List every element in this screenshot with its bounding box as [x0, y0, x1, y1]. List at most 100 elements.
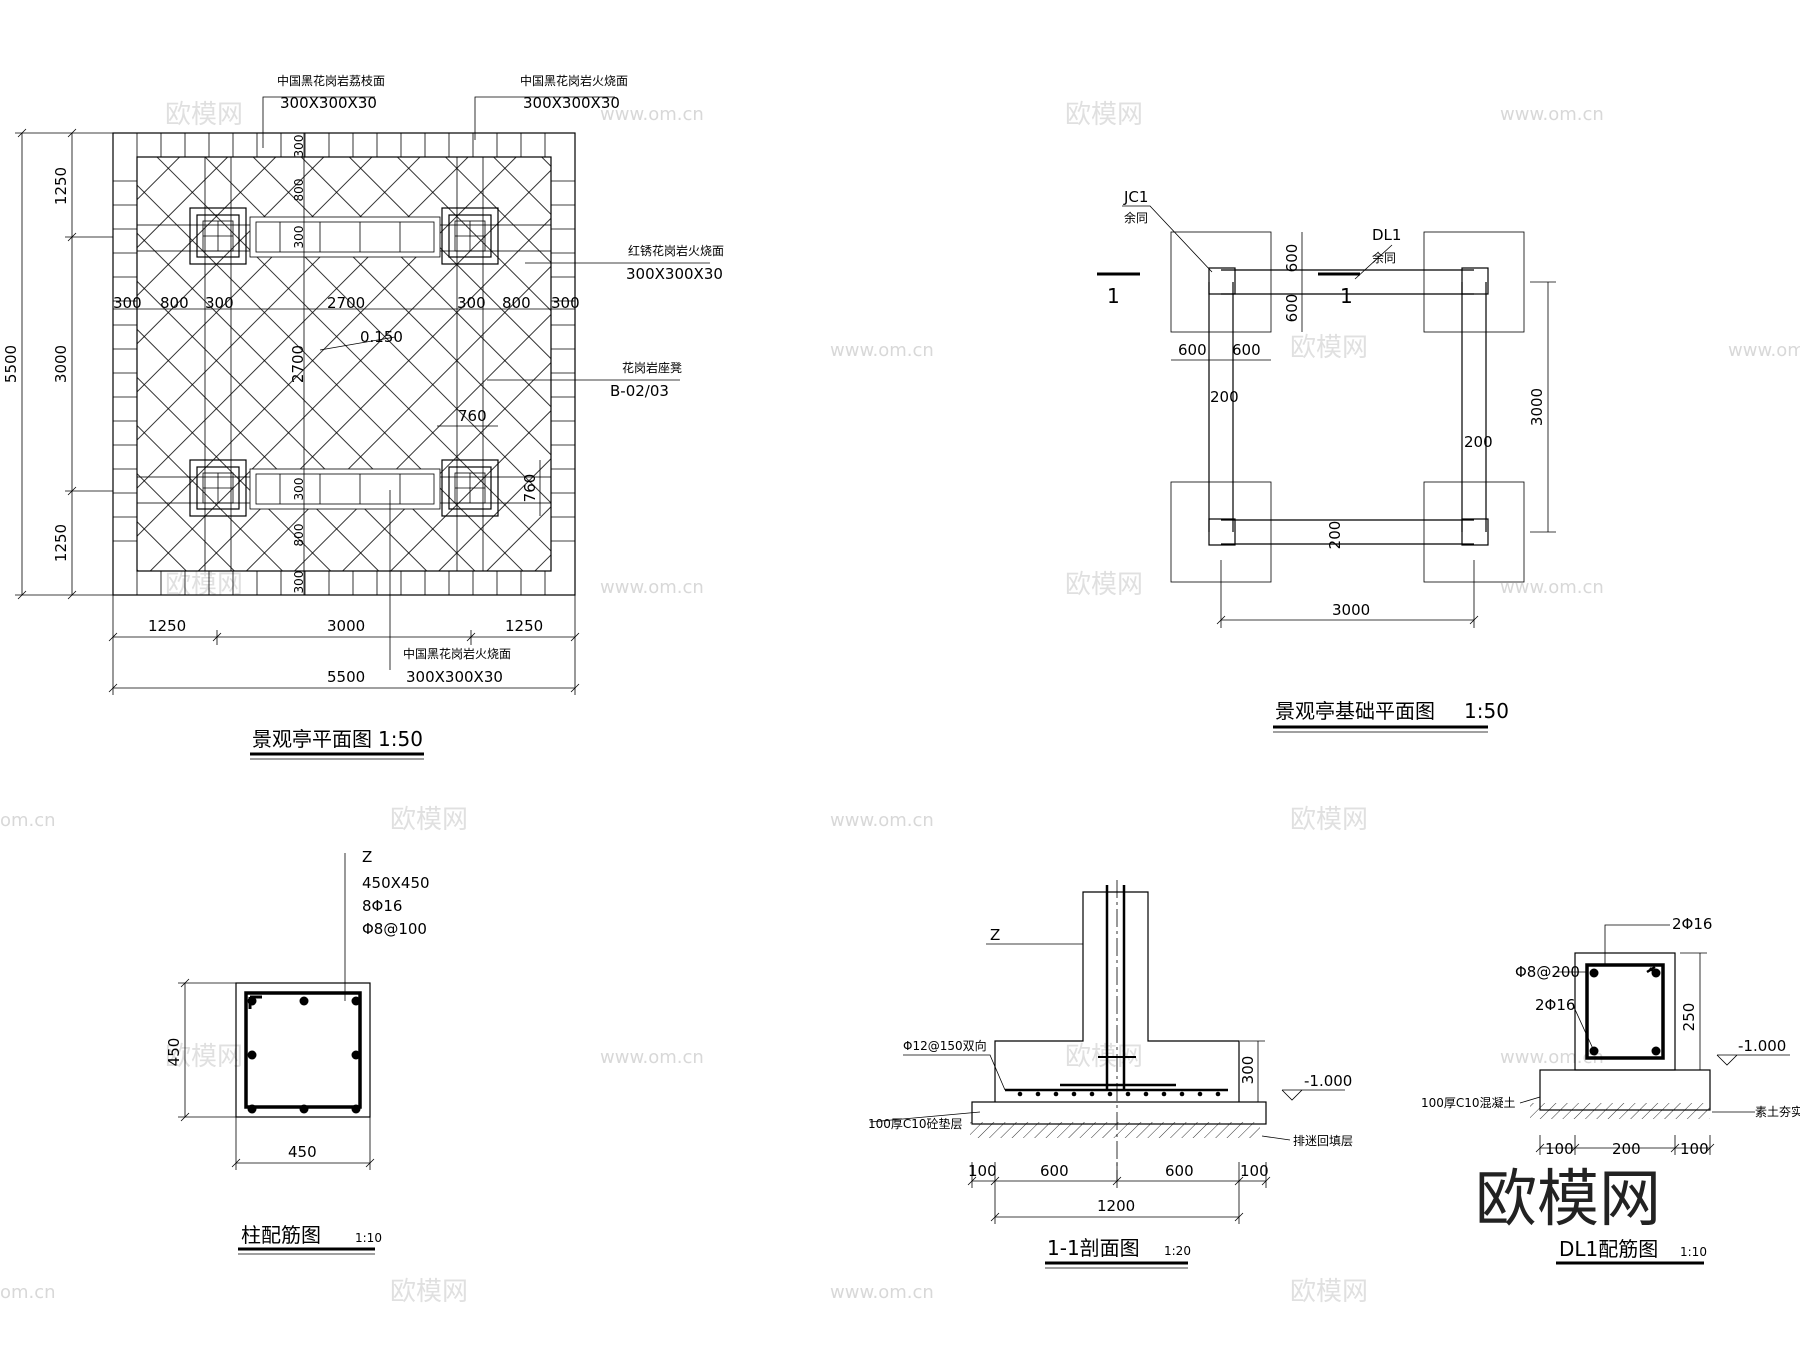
dim-v-3: 300 [292, 226, 306, 249]
foundation-plan: 1 1 JC1 余同 DL1 余同 600 600 600 600 200 20… [1097, 188, 1556, 733]
dim-bottom-3: 1250 [505, 617, 543, 635]
dim-section-2: 600 [1040, 1162, 1069, 1180]
col-fp-bl [1208, 518, 1236, 546]
label-section-rebar: Φ12@150双向 [903, 1038, 987, 1053]
dim-fp-200-a: 200 [1210, 388, 1239, 406]
watermark-brand: 欧模网 [165, 100, 243, 130]
border-tiles [113, 133, 575, 595]
plan-title: 景观亭平面图 [252, 727, 372, 751]
column-rebars [247, 996, 361, 1114]
foundation-title: 景观亭基础平面图 [1275, 699, 1435, 723]
dim-column-h: 450 [288, 1143, 317, 1161]
bench-top [249, 216, 441, 258]
footing-tl [1170, 231, 1272, 333]
plan-dim-left [15, 128, 113, 600]
section-title: 1-1剖面图 [1047, 1236, 1140, 1260]
dl1-tie [1585, 963, 1665, 1060]
dim-fp-600-v2: 600 [1283, 294, 1301, 323]
dl1-rebars [1589, 968, 1661, 1056]
dim-v-4: 2700 [289, 345, 307, 383]
dim-section-3: 600 [1165, 1162, 1194, 1180]
concrete-base [971, 1101, 1267, 1125]
watermark-url: www.om.cn [1500, 577, 1604, 598]
dim-v-7: 300 [292, 571, 306, 594]
dim-mid-7: 300 [551, 294, 580, 312]
dl1-ground-hatch [1530, 1103, 1710, 1119]
plan-outline [112, 132, 576, 596]
bench-bottom [249, 468, 441, 510]
label-dl1: DL1 [1372, 226, 1401, 244]
dim-left-total: 5500 [2, 345, 20, 383]
dim-v-2: 800 [292, 179, 306, 202]
label-mat-red: 红锈花岗岩火烧面 [628, 243, 724, 258]
label-mat-top-right: 中国黑花岗岩火烧面 [520, 73, 628, 88]
dim-mid-6: 800 [502, 294, 531, 312]
footing-tr [1423, 231, 1525, 333]
dim-v-5: 300 [292, 478, 306, 501]
brand-logo: 欧模网 [1475, 1162, 1661, 1235]
dl1-level-mark [1716, 1054, 1790, 1066]
label-column: Z [362, 848, 372, 866]
dim-v-6: 800 [292, 524, 306, 547]
dim-fp-600-v1: 600 [1283, 244, 1301, 273]
label-mat-red-size: 300X300X30 [626, 265, 723, 283]
dim-mid-4: 2700 [327, 294, 365, 312]
col-fp-tr [1461, 267, 1489, 295]
dim-fp-200-b: 200 [1464, 433, 1493, 451]
foundation-dims [1171, 232, 1556, 628]
dl1-rebar-detail: 2Φ16 Φ8@200 2Φ16 250 -1.000 100厚C10混凝土 素… [1421, 915, 1800, 1265]
leader-jc1 [1122, 205, 1213, 273]
dim-760-h: 760 [458, 407, 487, 425]
dim-section-1: 100 [968, 1162, 997, 1180]
ground-beams [1208, 269, 1487, 545]
paving-band-left [204, 156, 232, 572]
watermark-brand: 欧模网 [1290, 805, 1368, 835]
plan-leaders [262, 96, 710, 670]
column-tie [244, 991, 362, 1109]
label-dl1-bot: 2Φ16 [1535, 996, 1575, 1014]
section-mark-left-label: 1 [1107, 284, 1120, 308]
dim-mid-2: 800 [160, 294, 189, 312]
column-plan-bl [189, 459, 247, 517]
dim-mid-5: 300 [457, 294, 486, 312]
watermark-brand: 欧模网 [390, 1277, 468, 1307]
dim-section-4: 100 [1240, 1162, 1269, 1180]
dim-left-1: 1250 [52, 167, 70, 205]
leader-dl1-bot [1572, 1004, 1595, 1052]
watermark-brand: 欧模网 [165, 1042, 243, 1072]
column-rebar-detail: Z 450X450 8Φ16 Φ8@100 450 450 柱配筋图 1:10 [165, 848, 430, 1255]
pavilion-plan: 中国黑花岗岩荔枝面 300X300X30 中国黑花岗岩火烧面 300X300X3… [2, 73, 724, 760]
col-fp-br [1461, 518, 1489, 546]
leader-dl1 [1354, 244, 1393, 280]
watermark-url: www.om.cn [1500, 104, 1604, 125]
watermark-brand: 欧模网 [1065, 100, 1143, 130]
label-column-tie: Φ8@100 [362, 920, 427, 938]
label-bench: 花岗岩座凳 [622, 360, 682, 375]
watermark-url: www.om.cn [600, 104, 704, 125]
watermark-brand: 欧模网 [1065, 570, 1143, 600]
dim-bottom-2: 3000 [327, 617, 365, 635]
label-dl1-level: -1.000 [1738, 1037, 1786, 1055]
label-column-rebar: 8Φ16 [362, 897, 402, 915]
dim-fp-600-h2: 600 [1232, 341, 1261, 359]
watermark-brand: 欧模网 [390, 805, 468, 835]
dim-left-2: 3000 [52, 345, 70, 383]
watermark-url: www.om.cn [600, 577, 704, 598]
watermark-url: www.om.cn [830, 810, 934, 831]
column-scale: 1:10 [355, 1231, 382, 1245]
dim-section-300: 300 [1239, 1056, 1257, 1085]
label-jc1-note: 余同 [1124, 210, 1148, 225]
label-section-z: Z [990, 926, 1000, 944]
label-mat-top-left-size: 300X300X30 [280, 94, 377, 112]
label-mat-top-right-size: 300X300X30 [523, 94, 620, 112]
section-scale: 1:20 [1164, 1244, 1191, 1258]
label-dl1-tie: Φ8@200 [1515, 963, 1580, 981]
watermark-brand: 欧模网 [1290, 333, 1368, 363]
watermark-url-partial: om.cn [0, 810, 56, 831]
dim-fp-3000-h: 3000 [1332, 601, 1370, 619]
label-section-level: -1.000 [1304, 1072, 1352, 1090]
col-fp-tl [1208, 267, 1236, 295]
column-section [235, 982, 371, 1118]
dim-fp-3000-v: 3000 [1528, 388, 1546, 426]
